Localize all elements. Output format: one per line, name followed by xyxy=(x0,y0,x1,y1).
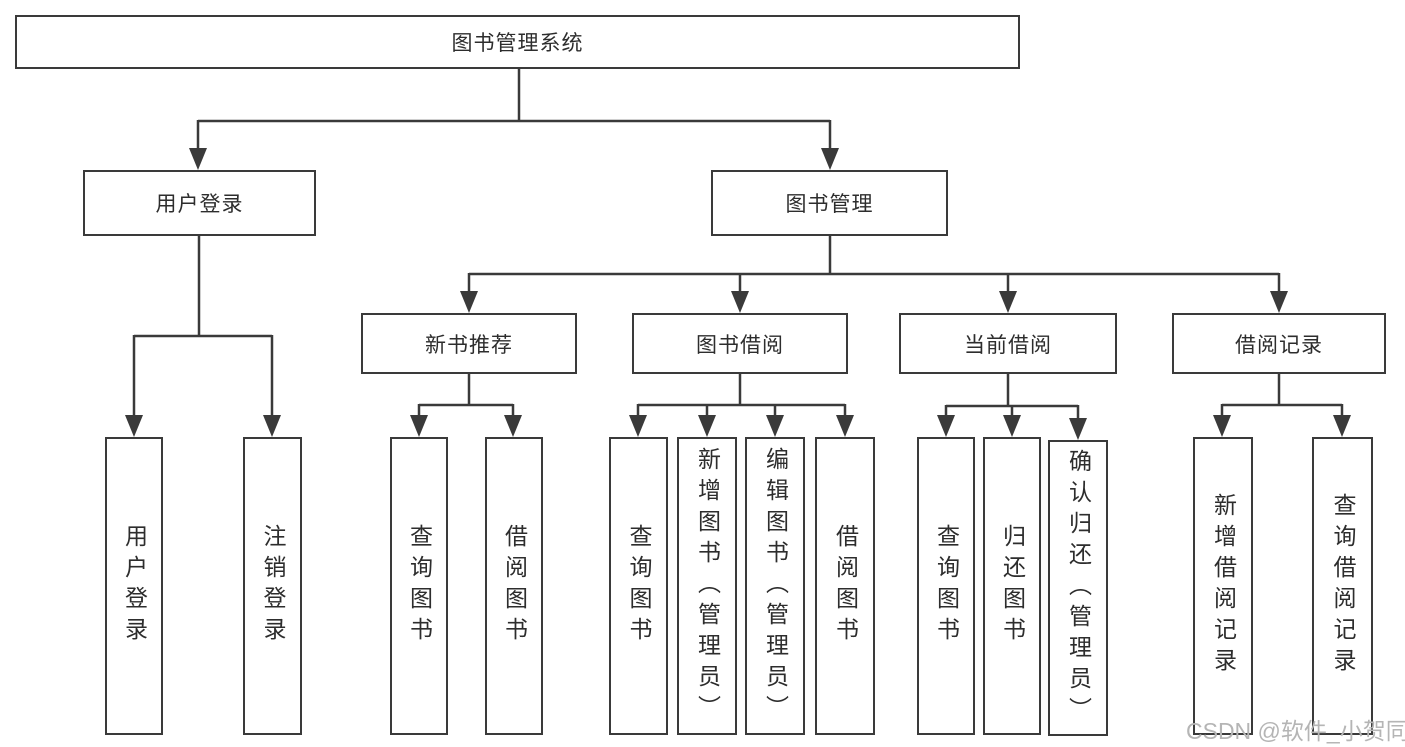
node-book-borrowing: 图书借阅 xyxy=(632,313,848,374)
node-user-login: 用户登录 xyxy=(83,170,316,236)
leaf-logout: 注销登录 xyxy=(243,437,302,735)
node-new-book-recommend: 新书推荐 xyxy=(361,313,577,374)
leaf-bb-add-books-admin: 新增图书（管理员） xyxy=(677,437,737,735)
node-borrow-records-label: 借阅记录 xyxy=(1235,333,1323,357)
node-current-borrowing-label: 当前借阅 xyxy=(964,333,1052,357)
leaf-br-query-record: 查询借阅记录 xyxy=(1312,437,1373,735)
leaf-cb-confirm-return-admin-label: 确认归还（管理员） xyxy=(1065,448,1092,728)
leaf-cb-confirm-return-admin: 确认归还（管理员） xyxy=(1048,440,1108,736)
leaf-user-login: 用户登录 xyxy=(105,437,163,735)
leaf-nbr-query-books-label: 查询图书 xyxy=(406,524,433,648)
node-user-login-label: 用户登录 xyxy=(155,193,244,216)
leaf-bb-query-books-label: 查询图书 xyxy=(626,524,652,648)
node-book-management: 图书管理 xyxy=(711,170,948,236)
leaf-nbr-borrow-books-label: 借阅图书 xyxy=(501,524,528,648)
leaf-bb-edit-books-admin: 编辑图书（管理员） xyxy=(745,437,805,735)
leaf-bb-borrow-books: 借阅图书 xyxy=(815,437,875,735)
arrowheads xyxy=(125,148,1351,440)
leaf-bb-query-books: 查询图书 xyxy=(609,437,668,735)
node-current-borrowing: 当前借阅 xyxy=(899,313,1117,374)
leaf-br-add-record: 新增借阅记录 xyxy=(1193,437,1253,735)
leaf-br-query-record-label: 查询借阅记录 xyxy=(1330,493,1356,679)
node-borrow-records: 借阅记录 xyxy=(1172,313,1386,374)
node-library-system-label: 图书管理系统 xyxy=(451,32,584,55)
leaf-user-login-label: 用户登录 xyxy=(121,524,148,648)
leaf-cb-query-books: 查询图书 xyxy=(917,437,975,735)
node-new-book-recommend-label: 新书推荐 xyxy=(425,333,513,357)
leaf-bb-edit-books-admin-label: 编辑图书（管理员） xyxy=(762,446,789,726)
node-book-management-label: 图书管理 xyxy=(785,193,874,216)
leaf-cb-return-books-label: 归还图书 xyxy=(999,524,1026,648)
leaf-logout-label: 注销登录 xyxy=(260,524,286,648)
leaf-nbr-borrow-books: 借阅图书 xyxy=(485,437,543,735)
leaf-bb-add-books-admin-label: 新增图书（管理员） xyxy=(694,446,721,726)
node-book-borrowing-label: 图书借阅 xyxy=(696,333,784,357)
leaf-cb-return-books: 归还图书 xyxy=(983,437,1041,735)
csdn-watermark: CSDN @软件_小贺同学 xyxy=(1186,718,1405,744)
leaf-br-add-record-label: 新增借阅记录 xyxy=(1210,493,1237,679)
leaf-bb-borrow-books-label: 借阅图书 xyxy=(832,524,859,648)
leaf-cb-query-books-label: 查询图书 xyxy=(933,524,960,648)
node-library-system: 图书管理系统 xyxy=(15,15,1020,69)
leaf-nbr-query-books: 查询图书 xyxy=(390,437,448,735)
